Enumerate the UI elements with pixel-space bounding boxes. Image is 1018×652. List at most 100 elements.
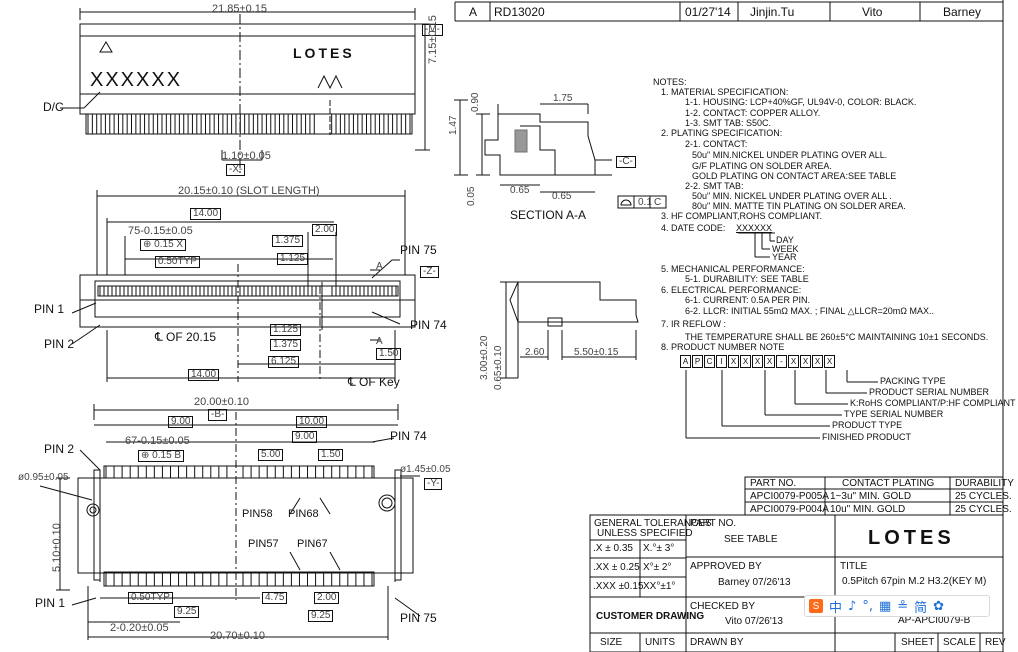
date-code: XXXXXX [736, 223, 773, 233]
dim-hole-left: ø0.95±0.05 [18, 472, 69, 483]
ime-simplified-icon[interactable]: 简 [914, 600, 928, 616]
pn-box: A [680, 355, 691, 368]
datum-c: -C- [616, 156, 636, 168]
dim-050typ-front: 0.50TYP [155, 256, 200, 268]
rev-letter: A [469, 5, 478, 19]
part-row-0-partno: APCI0079-P005A [750, 491, 829, 502]
part-table-header-partno: PART NO. [750, 478, 797, 489]
note-4: 1-3. SMT TAB: S50C. [685, 118, 772, 128]
tol-xxx-lin: .XXX ±0.15 [593, 581, 644, 592]
dim-550: 5.50±0.15 [574, 347, 619, 358]
dim-75-pins: 75-0.15±0.05 [128, 225, 193, 237]
tol-position-x: ⊕ 0.15 X [140, 239, 187, 251]
note-11: 50u" MIN. NICKEL UNDER PLATING OVER ALL … [692, 191, 892, 201]
tol-x-ang: X.°± 3° [643, 543, 675, 554]
part-no-value: SEE TABLE [724, 534, 778, 545]
pn-legend-4: PRODUCT TYPE [832, 420, 903, 430]
ime-logo-icon[interactable]: S [809, 599, 823, 613]
note-21: THE TEMPERATURE SHALL BE 260±5°C MAINTAI… [685, 332, 989, 342]
dim-14-top: 14.00 [190, 208, 222, 220]
part-row-1-durability: 25 CYCLES. [955, 504, 1012, 515]
dim-300: 3.00±0.20 [479, 335, 490, 380]
part-no-label: PART NO. [690, 518, 737, 529]
ime-keyboard-icon[interactable]: ▦ [878, 598, 892, 614]
customer-drawing: CUSTOMER DRAWING [596, 611, 705, 622]
note-20: 7. IR REFLOW : [661, 319, 727, 329]
approved-value: Barney 07/26'13 [718, 577, 791, 588]
centerline-key: ℄ OF Key [348, 375, 400, 389]
note-9: GOLD PLATING ON CONTACT AREA:SEE TABLE [692, 171, 897, 181]
note-8: G/F PLATING ON SOLDER AREA. [692, 161, 832, 171]
pn-box: X [800, 355, 811, 368]
rev-checked: Vito [862, 5, 883, 19]
note-0: NOTES: [653, 77, 687, 87]
note-19: 6-2. LLCR: INITIAL 55mΩ MAX. ; FINAL △LL… [685, 306, 935, 316]
note-13: 3. HF COMPLIANT,ROHS COMPLIANT. [661, 211, 823, 221]
dim-1375-bottom: 1.375 [270, 339, 302, 351]
ime-punct-icon[interactable]: °, [862, 598, 873, 614]
pn-legend-0: PACKING TYPE [880, 376, 946, 386]
ime-settings-icon[interactable]: ✿ [933, 598, 945, 614]
label-pin75-bottom: PIN 75 [400, 611, 437, 625]
note-15: 5. MECHANICAL PERFORMANCE: [661, 264, 805, 274]
title-value: 0.5Pitch 67pin M.2 H3.2(KEY M) [842, 576, 987, 587]
scale-label: SCALE [943, 637, 976, 648]
label-pin75-front: PIN 75 [400, 243, 437, 257]
pn-box: X [728, 355, 739, 368]
date-day: DAY [776, 235, 794, 245]
dim-150-front: 1.50 [376, 348, 402, 360]
note-2: 1-1. HOUSING: LCP+40%GF, UL94V-0, COLOR:… [685, 97, 917, 107]
note-7: 50u" MIN.NICKEL UNDER PLATING OVER ALL. [692, 150, 888, 160]
dim-090: 0.90 [470, 92, 481, 112]
ime-user-icon[interactable]: ≗ [897, 598, 909, 614]
datum-x: -X- [226, 164, 246, 176]
dim-1000-right: 10.00 [296, 416, 328, 428]
note-3: 1-2. CONTACT: COPPER ALLOY. [685, 108, 821, 118]
section-title: SECTION A-A [510, 208, 587, 222]
pn-box: X [752, 355, 763, 368]
part-row-0-durability: 25 CYCLES. [955, 491, 1012, 502]
mark-xxxxxx: XXXXXX [90, 69, 183, 91]
note-18: 6-1. CURRENT: 0.5A PER PIN. [685, 295, 811, 305]
dim-900-left: 9.00 [168, 416, 194, 428]
part-row-1-partno: APCI0079-P004A [750, 504, 829, 515]
dim-065-b: 0.65 [552, 191, 572, 202]
dim-150-bottom: 1.50 [318, 449, 344, 461]
label-pin58: PIN58 [242, 508, 273, 520]
pn-legend-5: FINISHED PRODUCT [822, 432, 912, 442]
rev-date: 01/27'14 [685, 5, 731, 19]
dim-1125-top: 1.125 [277, 253, 309, 265]
ime-lang-icon[interactable]: 中 [829, 600, 843, 616]
note-12: 80u" MIN. MATTE TIN PLATING ON SOLDER AR… [692, 201, 906, 211]
pn-box: - [776, 355, 787, 368]
part-table-header-plating: CONTACT PLATING [842, 478, 935, 489]
note-17: 6. ELECTRICAL PERFORMANCE: [661, 285, 802, 295]
tol-title-1: GENERAL TOLERANCES [594, 518, 712, 529]
pn-legend-3: TYPE SERIAL NUMBER [844, 409, 944, 419]
label-pin74-bottom: PIN 74 [390, 429, 427, 443]
label-pin2-front: PIN 2 [44, 337, 75, 351]
ime-toolbar[interactable]: S 中 ♪ °, ▦ ≗ 简 ✿ [804, 595, 990, 617]
pn-legend-2: K:RoHS COMPLIANT/P:HF COMPLIANT [850, 398, 1016, 408]
dim-200-front: 2.00 [312, 224, 338, 236]
rev-drawn: Jinjin.Tu [750, 5, 795, 19]
note-16: 5-1. DURABILITY: SEE TABLE [685, 274, 809, 284]
ime-moon-icon[interactable]: ♪ [848, 598, 857, 614]
title-brand-logo: LOTES [868, 527, 955, 549]
tol-position-b: ⊕ 0.15 B [138, 450, 185, 462]
date-year: YEAR [772, 252, 797, 262]
drawn-label: DRAWN BY [690, 637, 744, 648]
units-label: UNITS [645, 637, 675, 648]
date-week: WEEK [772, 244, 799, 254]
datum-y: -Y- [424, 478, 443, 490]
label-pin1-front: PIN 1 [34, 302, 65, 316]
tol-xx-ang: X°± 2° [643, 562, 672, 573]
dim-900-right: 9.00 [292, 431, 318, 443]
pn-box: X [824, 355, 835, 368]
tol-xxx-ang: XX°±1° [643, 581, 676, 592]
pn-box: P [692, 355, 703, 368]
note-10: 2-2. SMT TAB: [685, 181, 744, 191]
approved-label: APPROVED BY [690, 561, 762, 572]
